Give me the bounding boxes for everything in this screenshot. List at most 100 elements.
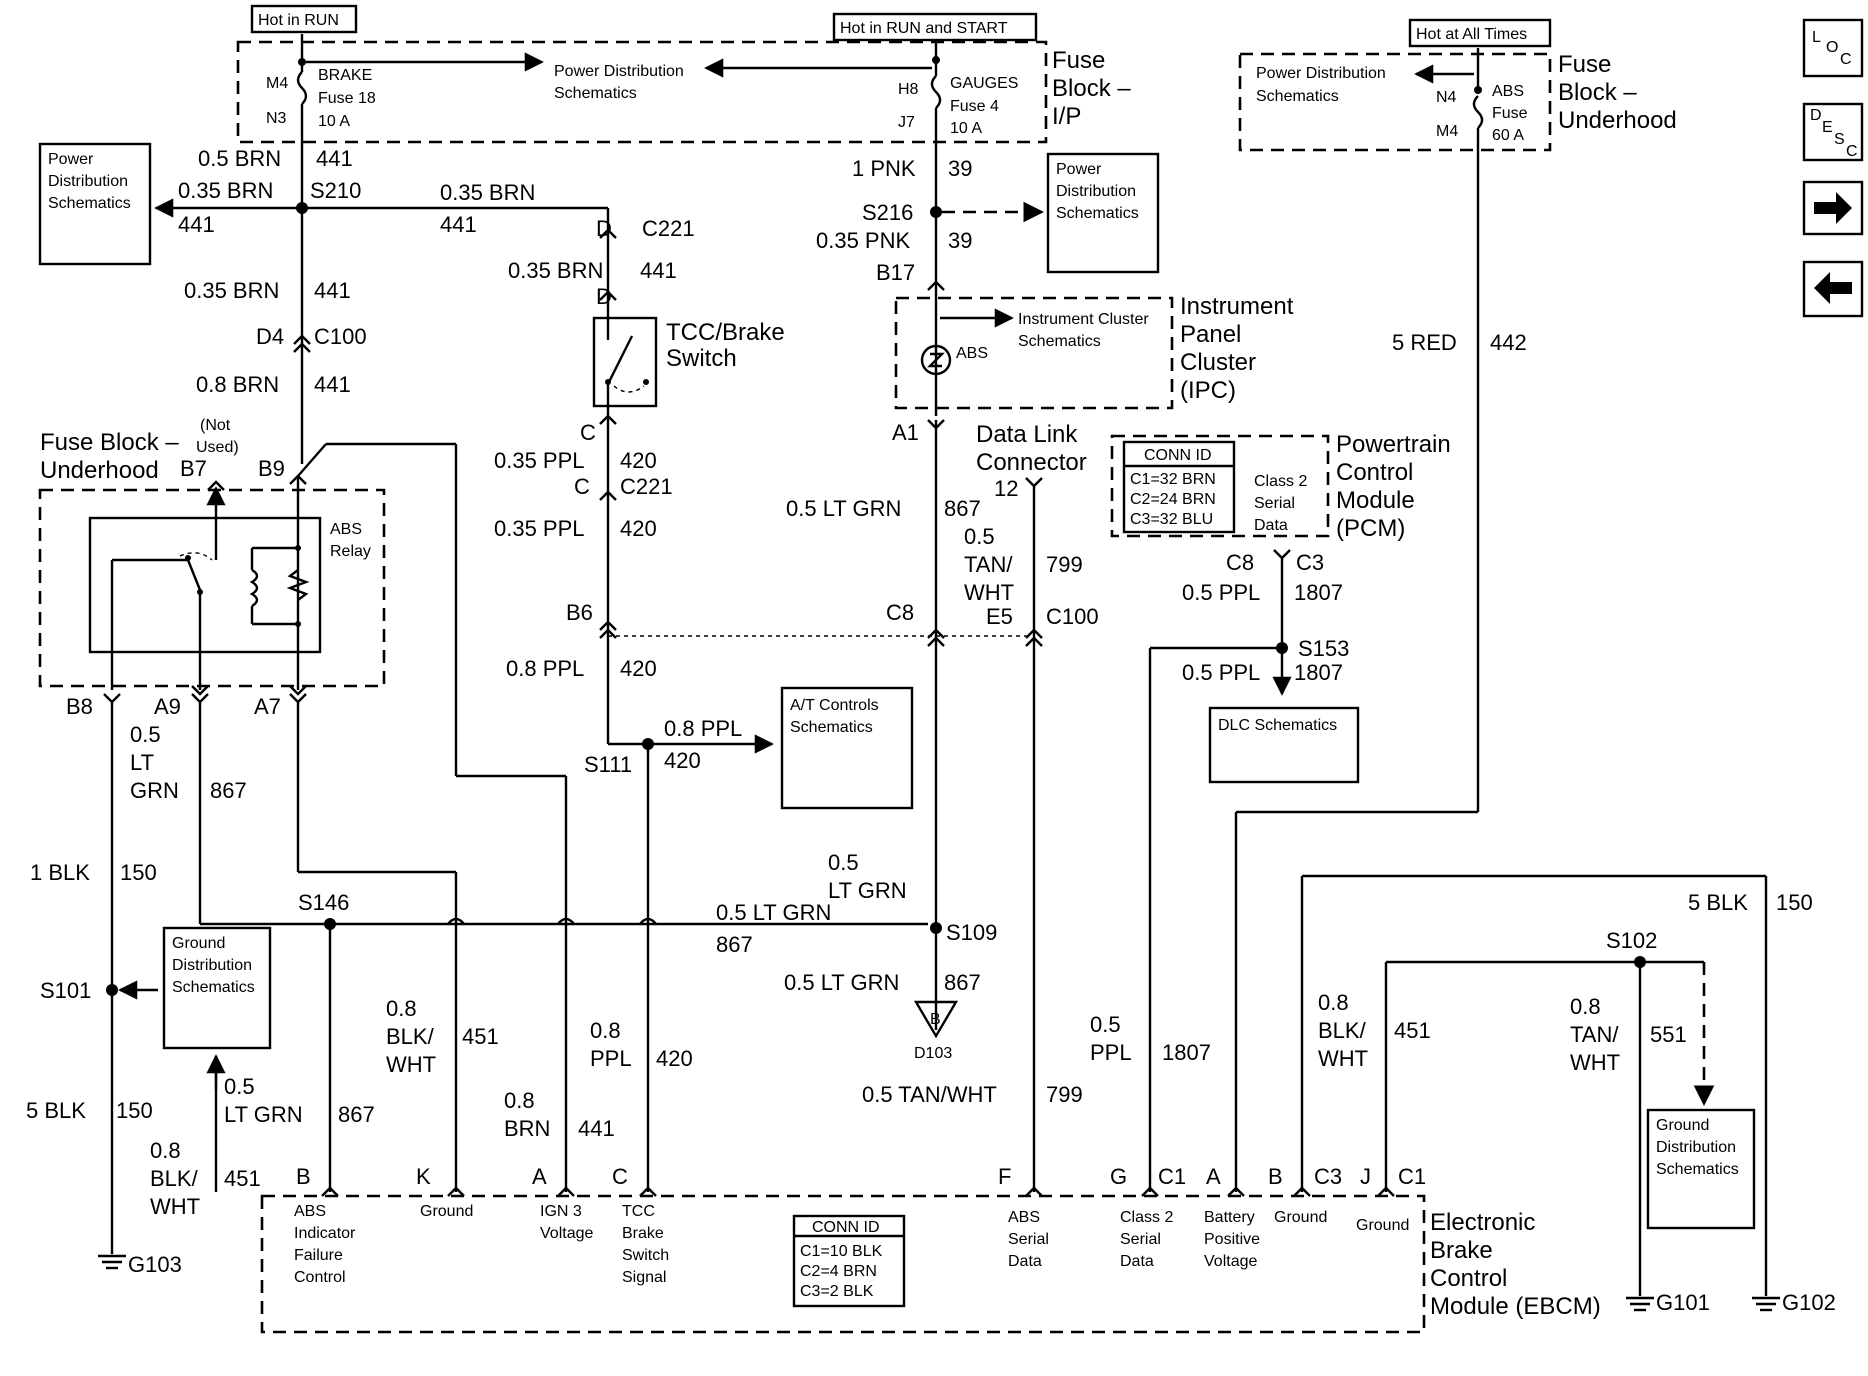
svg-text:B8: B8 [66, 694, 93, 719]
loc-button[interactable]: LOC [1802, 18, 1864, 78]
svg-text:Ground: Ground [172, 935, 225, 952]
svg-text:WHT: WHT [386, 1052, 436, 1077]
next-page-button[interactable] [1802, 180, 1864, 236]
ground-distribution-ref-right[interactable]: Ground Distribution Schematics [1646, 1108, 1756, 1230]
svg-text:Electronic: Electronic [1430, 1209, 1535, 1236]
svg-text:C: C [612, 1164, 628, 1189]
svg-text:0.5: 0.5 [964, 524, 995, 549]
svg-text:0.35 PPL: 0.35 PPL [494, 516, 585, 541]
svg-text:441: 441 [314, 278, 351, 303]
svg-text:C100: C100 [1046, 604, 1099, 629]
svg-text:Switch: Switch [666, 345, 737, 372]
svg-text:867: 867 [944, 496, 981, 521]
svg-text:BRN: BRN [504, 1116, 550, 1141]
svg-text:867: 867 [944, 970, 981, 995]
svg-text:0.5 BRN: 0.5 BRN [198, 146, 281, 171]
svg-text:DLC Schematics: DLC Schematics [1218, 717, 1337, 734]
svg-text:C100: C100 [314, 324, 367, 349]
svg-text:G102: G102 [1782, 1290, 1836, 1315]
svg-text:C: C [580, 420, 596, 445]
svg-text:420: 420 [620, 656, 657, 681]
svg-text:Control: Control [294, 1269, 346, 1286]
svg-text:Instrument Cluster: Instrument Cluster [1018, 311, 1149, 328]
svg-text:0.5 LT GRN: 0.5 LT GRN [716, 900, 831, 925]
svg-text:0.8: 0.8 [1570, 994, 1601, 1019]
svg-text:TCC/Brake: TCC/Brake [666, 319, 785, 346]
svg-text:WHT: WHT [1570, 1050, 1620, 1075]
svg-text:Power: Power [48, 151, 94, 168]
svg-text:Used): Used) [196, 439, 239, 456]
svg-text:Schematics: Schematics [1056, 205, 1139, 222]
svg-text:441: 441 [314, 372, 351, 397]
svg-text:420: 420 [664, 748, 701, 773]
svg-text:C2=4 BRN: C2=4 BRN [800, 1263, 877, 1280]
svg-text:ABS: ABS [294, 1203, 326, 1220]
svg-text:Fuse 18: Fuse 18 [318, 90, 376, 107]
svg-text:Underhood: Underhood [40, 457, 159, 484]
instrument-cluster-ref[interactable]: Instrument Cluster Schematics [1018, 311, 1149, 350]
svg-text:Block –: Block – [1052, 75, 1131, 102]
ground-distribution-ref-left[interactable]: Ground Distribution Schematics [162, 926, 272, 1050]
svg-text:Distribution: Distribution [48, 173, 128, 190]
svg-text:867: 867 [716, 932, 753, 957]
svg-text:Indicator: Indicator [294, 1225, 356, 1242]
svg-text:S111: S111 [584, 752, 632, 777]
svg-text:D103: D103 [914, 1045, 952, 1062]
svg-text:Class 2: Class 2 [1120, 1209, 1173, 1226]
svg-text:0.5: 0.5 [1090, 1012, 1121, 1037]
power-distribution-ref-left[interactable]: Power Distribution Schematics [38, 142, 152, 266]
svg-text:Switch: Switch [622, 1247, 669, 1264]
data-link-connector: Data Link Connector 12 0.5 TAN/ WHT 799 … [964, 421, 1099, 1192]
svg-text:Instrument: Instrument [1180, 293, 1294, 320]
svg-text:Data Link: Data Link [976, 421, 1078, 448]
svg-text:0.8 BRN: 0.8 BRN [196, 372, 279, 397]
circuit-right-ground: 5 BLK 150 S102 0.8 BLK/ WHT 451 0.8 TAN/… [1300, 874, 1813, 1296]
svg-text:0.35 BRN: 0.35 BRN [184, 278, 279, 303]
svg-text:799: 799 [1046, 552, 1083, 577]
svg-text:Schematics: Schematics [172, 979, 255, 996]
dlc-schematics-ref[interactable]: DLC Schematics [1208, 706, 1360, 784]
svg-text:B: B [930, 1011, 941, 1028]
svg-text:BLK/: BLK/ [386, 1024, 435, 1049]
ground-g101: G101 [1626, 1290, 1710, 1315]
svg-text:C1=10 BLK: C1=10 BLK [800, 1243, 883, 1260]
svg-text:Data: Data [1254, 517, 1288, 534]
svg-text:ABS: ABS [1492, 83, 1524, 100]
svg-text:10 A: 10 A [950, 120, 982, 137]
at-controls-ref[interactable]: A/T Controls Schematics [780, 686, 914, 810]
svg-text:IGN 3: IGN 3 [540, 1203, 582, 1220]
svg-text:Data: Data [1008, 1253, 1042, 1270]
svg-text:B: B [296, 1164, 311, 1189]
powertrain-control-module: CONN ID C1=32 BRN C2=24 BRN C3=32 BLU Cl… [1110, 431, 1451, 542]
svg-text:Voltage: Voltage [1204, 1253, 1257, 1270]
svg-text:D4: D4 [256, 324, 284, 349]
power-distribution-ref-right[interactable]: Power Distribution Schematics [1046, 152, 1160, 274]
svg-text:C: C [1840, 51, 1852, 68]
svg-text:Block –: Block – [1558, 79, 1637, 106]
previous-page-button[interactable] [1802, 260, 1864, 318]
wire-labels-left: 0.5 LT GRN 867 1 BLK 150 S146 S101 5 BLK… [26, 722, 1211, 1219]
svg-text:451: 451 [1394, 1018, 1431, 1043]
svg-text:0.5 LT GRN: 0.5 LT GRN [784, 970, 899, 995]
wire-labels-420: C 0.35 PPL 420 C C221 0.35 PPL 420 B6 0.… [494, 420, 742, 777]
svg-text:Serial: Serial [1254, 495, 1295, 512]
svg-text:(IPC): (IPC) [1180, 377, 1236, 404]
svg-text:BLK/: BLK/ [1318, 1018, 1367, 1043]
svg-text:Control: Control [1336, 459, 1413, 486]
svg-text:S: S [1834, 131, 1845, 148]
svg-text:5 BLK: 5 BLK [26, 1098, 86, 1123]
svg-text:Power: Power [1056, 161, 1102, 178]
svg-text:H8: H8 [898, 81, 919, 98]
fuse-block-underhood-relay: Fuse Block – Underhood (Not Used) B7 B9 … [38, 417, 568, 1192]
svg-text:(Not: (Not [200, 417, 231, 434]
svg-text:GAUGES: GAUGES [950, 75, 1018, 92]
svg-text:ABS: ABS [330, 521, 362, 538]
svg-text:Control: Control [1430, 1265, 1507, 1292]
svg-text:C: C [1846, 143, 1858, 160]
svg-text:G: G [1110, 1164, 1127, 1189]
svg-text:Positive: Positive [1204, 1231, 1260, 1248]
svg-text:Ground: Ground [420, 1203, 473, 1220]
svg-text:C221: C221 [620, 474, 673, 499]
